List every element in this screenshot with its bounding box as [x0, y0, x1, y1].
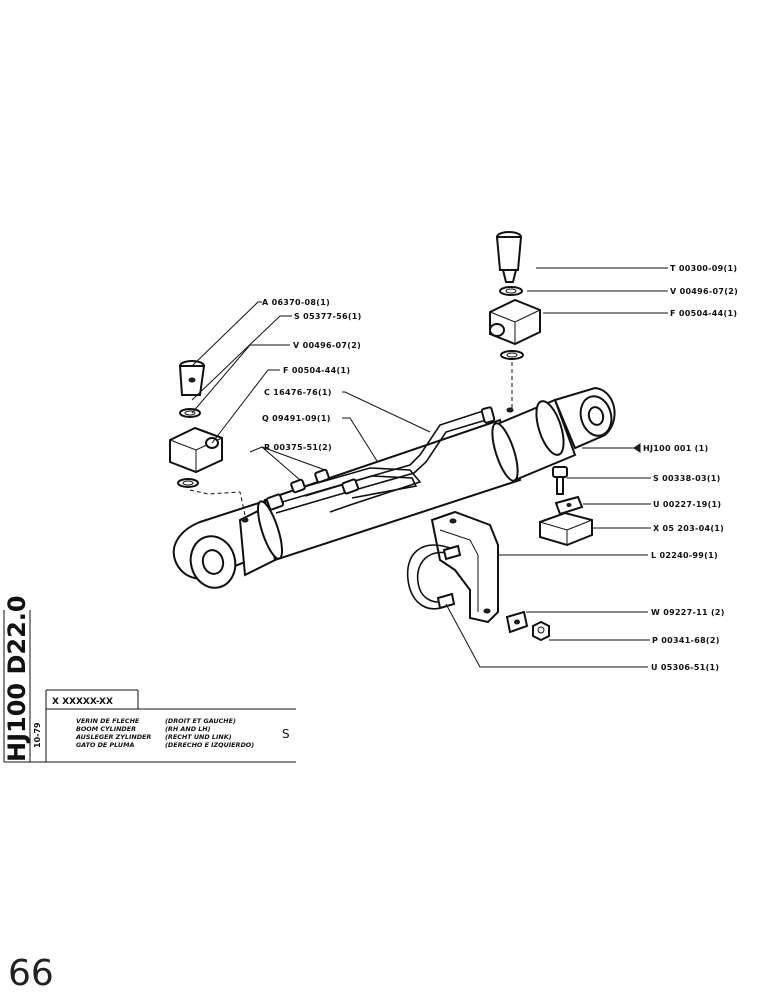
title-name-fr: VERIN DE FLECHE [76, 717, 140, 725]
label-x05203: X 05 203-04(1) [653, 524, 724, 533]
label-s00338: S 00338-03(1) [653, 474, 721, 483]
mounting-parts [406, 466, 593, 642]
label-v00496-right: V 00496-07(2) [670, 287, 738, 296]
label-a06370: A 06370-08(1) [262, 298, 330, 307]
title-letter: S [282, 727, 290, 741]
label-w09227: W 09227-11 (2) [651, 608, 725, 617]
label-f00504-left: F 00504-44(1) [283, 366, 350, 375]
handwritten-page-number: 66 [8, 953, 54, 994]
label-s05377: S 05377-56(1) [294, 312, 362, 321]
right-valve-group [489, 231, 541, 410]
label-c16476: C 16476-76(1) [264, 388, 332, 397]
hydraulic-pipes [271, 406, 496, 514]
label-l02240: L 02240-99(1) [651, 551, 718, 560]
title-block [3, 610, 296, 763]
label-t00300: T 00300-09(1) [670, 264, 737, 273]
title-code: X XXXXX-XX [52, 697, 113, 707]
label-r00375: R 00375-51(2) [264, 443, 332, 452]
leader-lines [191, 267, 668, 668]
label-q09491: Q 09491-09(1) [262, 414, 331, 423]
label-v00496-left: V 00496-07(2) [293, 341, 361, 350]
title-side-es: (DERECHO E IZQUIERDO) [165, 741, 254, 749]
pipe-fittings [265, 468, 360, 511]
left-valve-group [169, 360, 246, 516]
title-name-de: AUSLEGER ZYLINDER [75, 733, 151, 741]
side-code: HJ100 D22.0 [3, 595, 31, 762]
title-side-de: (RECHT UND LINK) [165, 733, 232, 741]
title-date: 10-79 [33, 722, 42, 748]
title-name-es: GATO DE PLUMA [76, 741, 134, 749]
title-name-en: BOOM CYLINDER [76, 725, 136, 733]
label-u05306: U 05306-51(1) [651, 663, 719, 672]
title-side-en: (RH AND LH) [165, 725, 211, 733]
label-p00341: P 00341-68(2) [652, 636, 720, 645]
label-hj100: HJ100 001 (1) [643, 444, 708, 453]
label-u00227: U 00227-19(1) [653, 500, 721, 509]
label-f00504-right: F 00504-44(1) [670, 309, 737, 318]
title-side-fr: (DROIT ET GAUCHE) [165, 717, 236, 725]
